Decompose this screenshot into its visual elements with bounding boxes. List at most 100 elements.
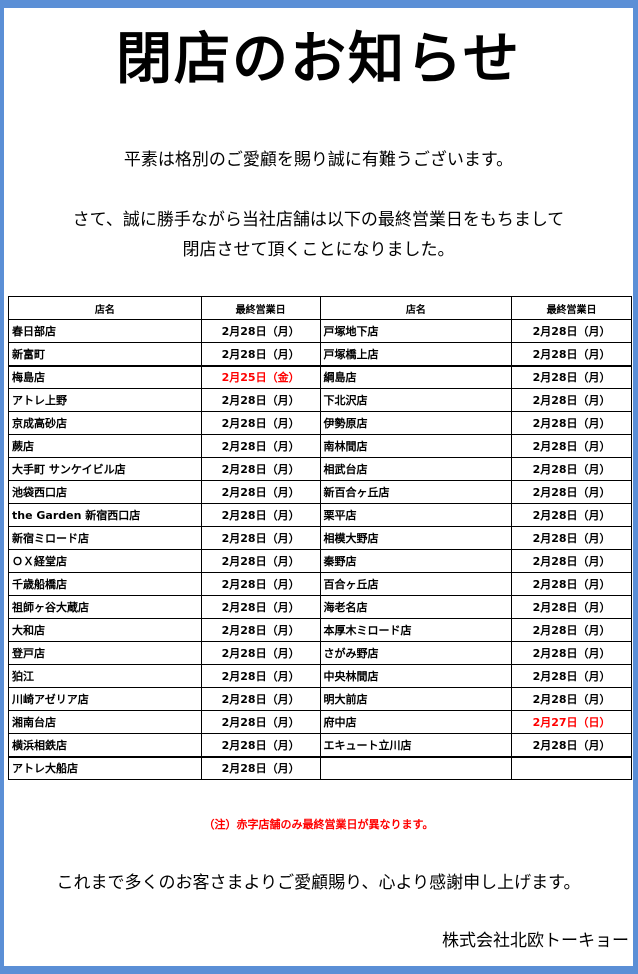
store-name-left: 春日部店 [8, 319, 202, 343]
store-name-right: 秦野店 [319, 549, 513, 573]
store-name-right [319, 755, 513, 780]
header-last-day-left: 最終営業日 [200, 296, 321, 320]
store-name-left: ＯＸ経堂店 [8, 549, 202, 573]
last-day-left: 2月28日（月） [200, 342, 321, 366]
store-name-left: アトレ大船店 [8, 755, 202, 780]
store-name-left: 蕨店 [8, 434, 202, 458]
last-day-left: 2月28日（月） [200, 664, 321, 688]
body-line-1: さて、誠に勝手ながら当社店舗は以下の最終営業日をもちまして [72, 210, 565, 230]
last-day-right [511, 755, 632, 780]
store-name-left: the Garden 新宿西口店 [8, 503, 202, 527]
page-title: 閉店のお知らせ [116, 27, 521, 92]
store-name-left: 狛江 [8, 664, 202, 688]
last-day-left: 2月28日（月） [200, 480, 321, 504]
store-name-left: 川崎アゼリア店 [8, 687, 202, 711]
last-day-right: 2月28日（月） [511, 687, 632, 711]
last-day-right: 2月28日（月） [511, 664, 632, 688]
store-name-right: 中央林間店 [319, 664, 513, 688]
last-day-right: 2月28日（月） [511, 641, 632, 665]
last-day-left: 2月28日（月） [200, 411, 321, 435]
store-name-left: 新宿ミロード店 [8, 526, 202, 550]
last-day-left: 2月28日（月） [200, 687, 321, 711]
footnote: （注）赤字店舗のみ最終営業日が異なります。 [203, 818, 434, 831]
store-name-left: 湘南台店 [8, 710, 202, 734]
store-name-right: 栗平店 [319, 503, 513, 527]
last-day-right: 2月28日（月） [511, 434, 632, 458]
store-name-left: 横浜相鉄店 [8, 733, 202, 757]
last-day-right: 2月28日（月） [511, 319, 632, 343]
last-day-left: 2月28日（月） [200, 595, 321, 619]
store-name-left: 京成高砂店 [8, 411, 202, 435]
last-day-right: 2月28日（月） [511, 480, 632, 504]
last-day-right: 2月27日（日） [511, 710, 632, 734]
last-day-left: 2月28日（月） [200, 526, 321, 550]
store-name-right: 明大前店 [319, 687, 513, 711]
store-name-left: 梅島店 [8, 364, 202, 389]
last-day-right: 2月28日（月） [511, 549, 632, 573]
last-day-left: 2月28日（月） [200, 319, 321, 343]
last-day-right: 2月28日（月） [511, 503, 632, 527]
store-name-right: さがみ野店 [319, 641, 513, 665]
thanks-message: これまで多くのお客さまよりご愛顧賜り、心より感謝申し上げます。 [56, 873, 581, 893]
last-day-right: 2月28日（月） [511, 411, 632, 435]
store-name-right: 南林間店 [319, 434, 513, 458]
body-line-2: 閉店させて頂くことになりました。 [182, 240, 455, 260]
store-name-right: 新百合ヶ丘店 [319, 480, 513, 504]
store-name-right: 府中店 [319, 710, 513, 734]
store-name-left: 池袋西口店 [8, 480, 202, 504]
last-day-right: 2月28日（月） [511, 364, 632, 389]
last-day-left: 2月28日（月） [200, 733, 321, 757]
store-name-right: 海老名店 [319, 595, 513, 619]
last-day-left: 2月28日（月） [200, 434, 321, 458]
last-day-left: 2月28日（月） [200, 457, 321, 481]
header-store-name-right: 店名 [319, 296, 513, 320]
store-name-left: アトレ上野 [8, 388, 202, 412]
store-name-right: 本厚木ミロード店 [319, 618, 513, 642]
header-last-day-right: 最終営業日 [511, 296, 632, 320]
store-name-right: 戸塚橋上店 [319, 342, 513, 366]
last-day-right: 2月28日（月） [511, 595, 632, 619]
company-name: 株式会社北欧トーキョー [442, 931, 629, 951]
last-day-left: 2月28日（月） [200, 641, 321, 665]
store-name-left: 登戸店 [8, 641, 202, 665]
last-day-left: 2月28日（月） [200, 572, 321, 596]
store-name-right: エキュート立川店 [319, 733, 513, 757]
last-day-left: 2月28日（月） [200, 549, 321, 573]
store-name-left: 祖師ヶ谷大蔵店 [8, 595, 202, 619]
store-name-right: 百合ヶ丘店 [319, 572, 513, 596]
store-name-right: 綱島店 [319, 364, 513, 389]
last-day-left: 2月28日（月） [200, 503, 321, 527]
last-day-right: 2月28日（月） [511, 572, 632, 596]
last-day-right: 2月28日（月） [511, 457, 632, 481]
header-store-name-left: 店名 [8, 296, 202, 320]
store-name-right: 伊勢原店 [319, 411, 513, 435]
store-name-left: 大和店 [8, 618, 202, 642]
store-name-right: 相武台店 [319, 457, 513, 481]
store-name-right: 相模大野店 [319, 526, 513, 550]
table-header-row: 店名 最終営業日 店名 最終営業日 [8, 296, 632, 320]
greeting-text: 平素は格別のご愛顧を賜り誠に有難うございます。 [123, 150, 514, 170]
last-day-right: 2月28日（月） [511, 388, 632, 412]
last-day-left: 2月28日（月） [200, 618, 321, 642]
store-name-left: 大手町 サンケイビル店 [8, 457, 202, 481]
last-day-left: 2月28日（月） [200, 388, 321, 412]
